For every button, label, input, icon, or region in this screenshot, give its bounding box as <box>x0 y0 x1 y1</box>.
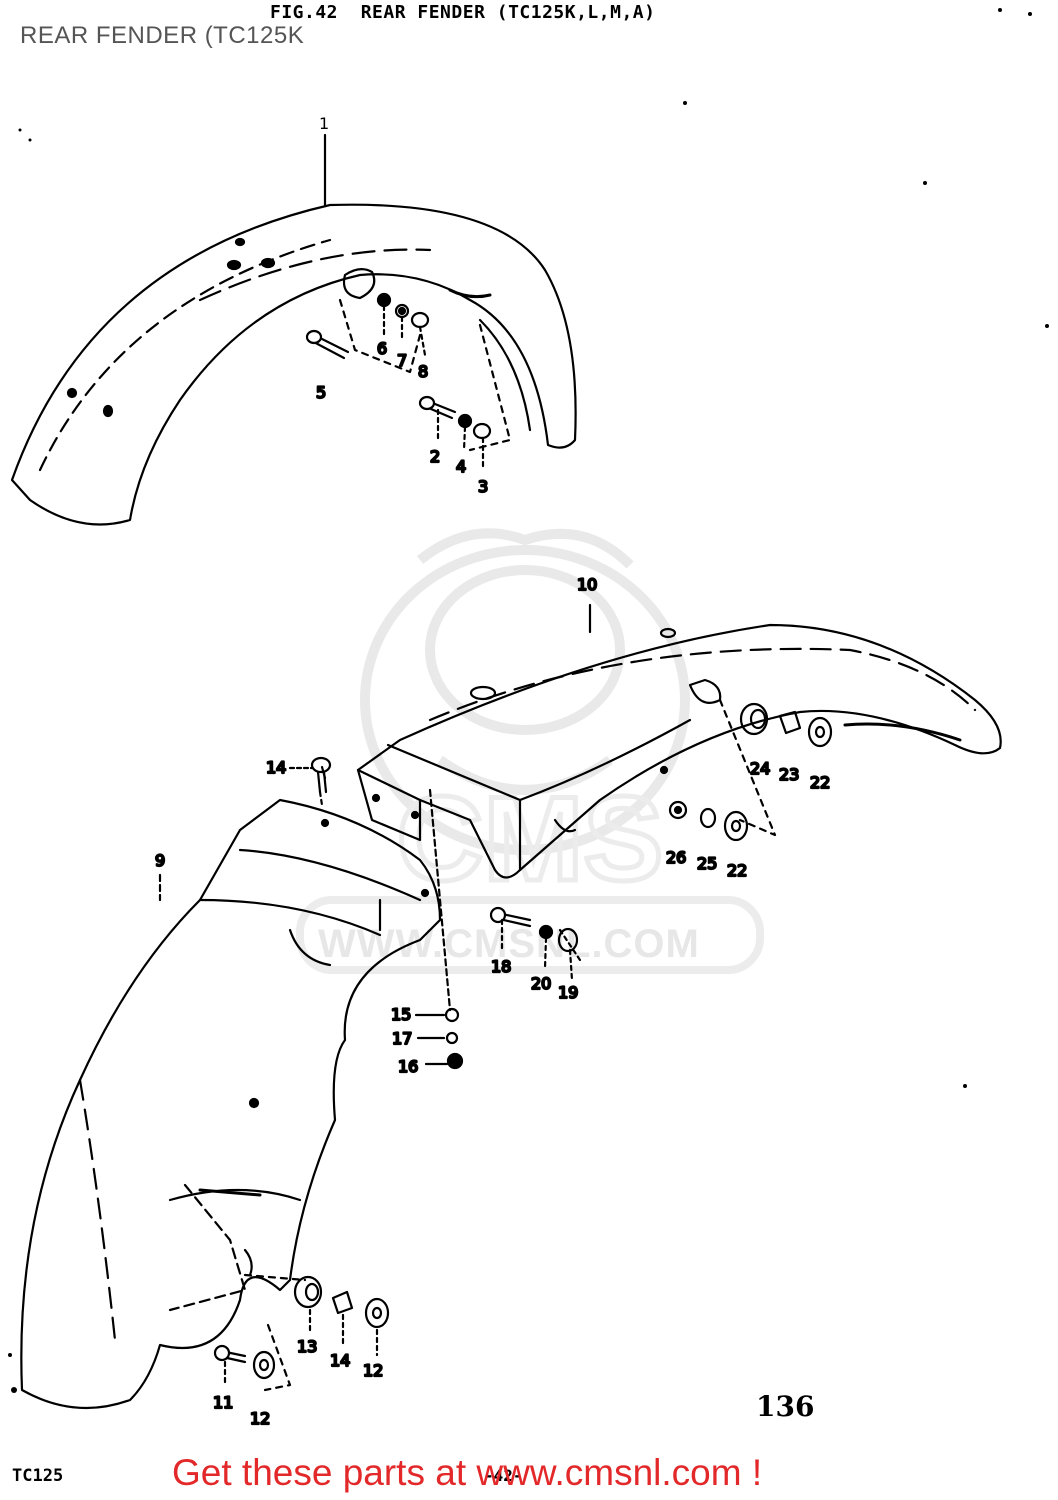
buy-parts-link[interactable]: Get these parts at www.cmsnl.com ! <box>172 1452 763 1493</box>
callout-labels: 5 6 7 8 2 4 3 10 24 23 22 14 26 25 22 9 … <box>154 338 832 1429</box>
watermark-url: WWW.CMSNL.COM <box>318 922 700 966</box>
callout-17: 16 <box>398 1057 418 1076</box>
front-fender-hardware <box>305 292 492 472</box>
model-label: TC125 <box>12 1466 64 1486</box>
callout-7: 7 <box>397 351 407 370</box>
front-fender <box>10 133 577 526</box>
callout-19: 18 <box>491 957 511 976</box>
callout-22b: 22 <box>727 861 747 880</box>
callout-24: 24 <box>750 759 770 778</box>
callout-21: 20 <box>531 974 551 993</box>
callout-11: 11 <box>213 1393 233 1412</box>
rear-fender-upper <box>356 603 1002 879</box>
callout-15: 14 <box>266 758 286 777</box>
callout-3: 3 <box>478 477 488 496</box>
callout-20: 19 <box>558 983 578 1002</box>
callout-1: 1 <box>319 114 330 133</box>
callout-9: 9 <box>155 851 165 870</box>
callout-25: 25 <box>697 854 717 873</box>
callout-4: 4 <box>456 457 466 476</box>
bolt-set-16-17-18 <box>414 1007 464 1070</box>
rear-fender-upper-hardware <box>489 702 833 982</box>
page-caption: REAR FENDER (TC125K <box>20 22 305 49</box>
callout-12a: 12 <box>363 1361 383 1380</box>
callout-2: 2 <box>430 447 440 466</box>
scan-specks <box>8 8 1049 1393</box>
callout-22a: 22 <box>810 773 830 792</box>
callout-23: 23 <box>779 765 799 784</box>
callout-16: 15 <box>391 1005 411 1024</box>
callout-13: 13 <box>297 1337 317 1356</box>
callout-8: 8 <box>418 362 428 381</box>
callout-10: 10 <box>577 575 597 594</box>
callout-6: 6 <box>377 339 387 358</box>
rear-fender-lower <box>20 788 452 1410</box>
rear-fender-lower-hardware <box>213 756 390 1392</box>
footer-page-ref: -42- <box>484 1466 523 1485</box>
callout-14: 14 <box>330 1351 350 1370</box>
page-number: 136 <box>756 1390 815 1423</box>
callout-26: 26 <box>666 848 686 867</box>
callout-12b: 12 <box>250 1409 270 1428</box>
callout-18: 17 <box>392 1029 412 1048</box>
callout-5: 5 <box>316 383 326 402</box>
figure-title: FIG.42 REAR FENDER (TC125K,L,M,A) <box>270 2 656 23</box>
